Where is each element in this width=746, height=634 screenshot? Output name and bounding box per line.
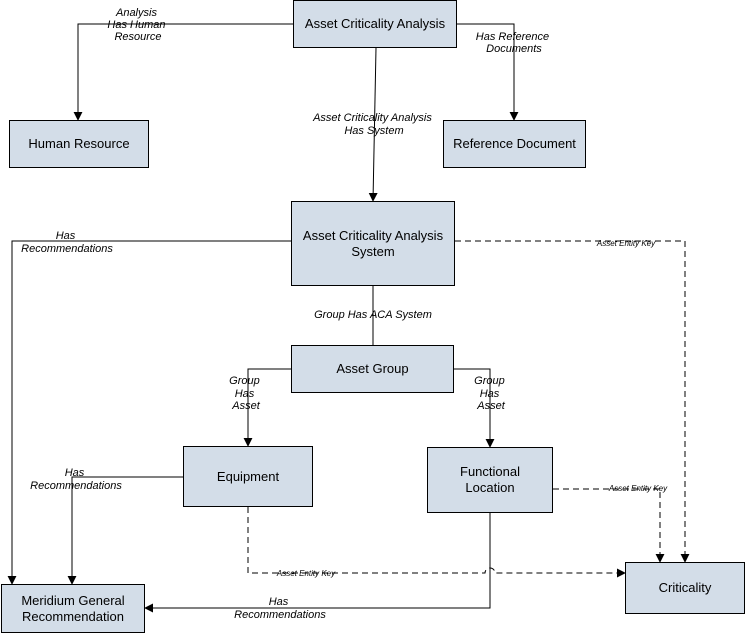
label-group-has-asset-equipment: Group Has Asset bbox=[229, 375, 263, 412]
label-location-asset-entity-key: Asset Entity Key bbox=[608, 484, 668, 493]
node-equipment: Equipment bbox=[183, 446, 313, 507]
edge-location-recommendation bbox=[144, 513, 491, 613]
edge-aca-reference-document bbox=[457, 23, 519, 121]
node-functional-location: Functional Location bbox=[427, 447, 553, 513]
node-reference-document: Reference Document bbox=[443, 120, 586, 168]
edge-location-criticality bbox=[553, 488, 665, 563]
edge-system-recommendation bbox=[7, 240, 291, 585]
node-asset-criticality-analysis-system: Asset Criticality Analysis System bbox=[291, 201, 455, 286]
node-asset-group: Asset Group bbox=[291, 345, 454, 393]
node-meridium-general-recommendation: Meridium General Recommendation bbox=[1, 584, 145, 633]
edge-aca-system bbox=[368, 47, 378, 202]
node-criticality: Criticality bbox=[625, 562, 745, 614]
node-asset-criticality-analysis: Asset Criticality Analysis bbox=[293, 0, 457, 48]
edge-system-criticality bbox=[455, 240, 690, 563]
label-group-has-asset-location: Group Has Asset bbox=[474, 375, 508, 412]
label-analysis-has-human-resource: Analysis Has Human Resource bbox=[107, 7, 168, 43]
edge-group-equipment bbox=[243, 368, 291, 447]
edge-aca-human-resource bbox=[73, 23, 293, 121]
label-group-has-aca-system: Group Has ACA System bbox=[314, 309, 432, 321]
label-aca-has-system: Asset Criticality Analysis Has System bbox=[312, 112, 435, 137]
label-system-asset-entity-key: Asset Entity Key bbox=[596, 239, 656, 248]
edge-group-location bbox=[454, 368, 495, 448]
label-equipment-has-recommendations: Has Recommendations bbox=[30, 467, 122, 492]
node-human-resource: Human Resource bbox=[9, 120, 149, 168]
edge-equipment-criticality bbox=[247, 507, 626, 578]
label-system-has-recommendations: Has Recommendations bbox=[21, 230, 113, 255]
label-equipment-asset-entity-key: Asset Entity Key bbox=[276, 569, 336, 578]
label-location-has-recommendations: Has Recommendations bbox=[234, 596, 326, 621]
label-has-reference-documents: Has Reference Documents bbox=[476, 31, 552, 55]
edge-equipment-recommendation bbox=[67, 476, 183, 585]
